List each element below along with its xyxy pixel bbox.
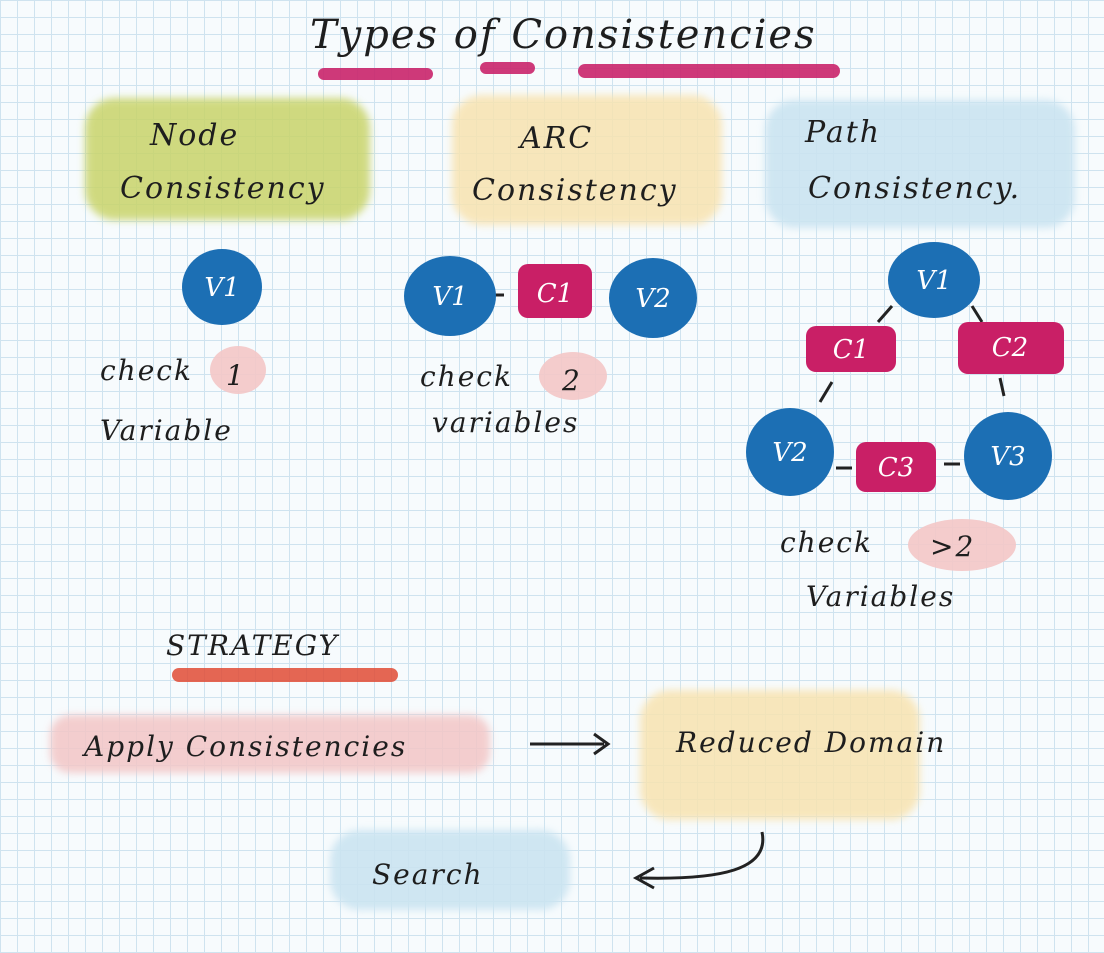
path-check-word: check [780, 526, 873, 559]
node-v1 [182, 249, 262, 325]
strategy-step-apply: Apply Consistencies [81, 730, 407, 763]
path-constraint-c1-label: C1 [833, 335, 869, 365]
path-constraint-c2 [958, 322, 1064, 374]
node-v1-label: V1 [204, 273, 239, 303]
strategy-step-reduced: Reduced Domain [675, 726, 946, 759]
strategy-underline [172, 668, 398, 682]
curved-arrow-icon [632, 831, 765, 890]
node-check-unit: Variable [100, 414, 233, 447]
path-constraint-c2-label: C2 [992, 333, 1028, 363]
path-node-v2-label: V2 [772, 438, 807, 468]
arc-node-v2 [609, 258, 697, 338]
arrow-icon [530, 732, 611, 756]
path-consistency-graph: V1 C1 C2 V2 C3 V3 [746, 242, 1064, 500]
reduced-highlight [640, 690, 920, 820]
arc-check-highlight [539, 352, 607, 400]
arc-consistency-graph: V1 C1 V2 [404, 256, 697, 338]
node-consistency-graph: V1 [182, 249, 262, 325]
page-title: Types of Consistencies [310, 12, 817, 58]
search-highlight [330, 830, 570, 910]
path-node-v3 [964, 412, 1052, 500]
path-constraint-c3 [856, 442, 936, 492]
arc-check-unit: variables [432, 406, 579, 439]
path-node-v2 [746, 408, 834, 496]
path-constraint-c1 [806, 326, 896, 372]
path-node-v1 [888, 242, 980, 318]
arc-heading-line1: ARC [517, 121, 593, 156]
path-check-highlight [908, 519, 1016, 571]
node-highlight [85, 98, 370, 220]
arc-highlight [452, 95, 722, 225]
path-node-v3-label: V3 [990, 442, 1025, 472]
path-highlight [765, 100, 1075, 228]
path-constraint-c3-label: C3 [878, 453, 914, 483]
path-check-unit: Variables [806, 580, 955, 613]
path-heading-line1: Path [804, 115, 881, 150]
node-check-count: 1 [226, 359, 246, 392]
node-check-word: check [100, 354, 193, 387]
node-heading-line1: Node [149, 118, 239, 153]
arc-check-count: 2 [561, 364, 582, 397]
apply-highlight [50, 715, 490, 773]
title-underline [318, 62, 840, 80]
path-check-count: >2 [930, 530, 975, 563]
arc-heading-line2: Consistency [472, 173, 678, 208]
path-heading-line2: Consistency. [808, 171, 1021, 206]
strategy-heading: STRATEGY [166, 629, 340, 662]
node-heading-line2: Consistency [120, 171, 326, 206]
arc-constraint-c1 [518, 264, 592, 318]
arc-node-v1 [404, 256, 496, 336]
arc-node-v2-label: V2 [635, 284, 670, 314]
strategy-step-search: Search [372, 858, 484, 891]
arc-check-word: check [420, 360, 513, 393]
arc-node-v1-label: V1 [432, 282, 467, 312]
path-node-v1-label: V1 [916, 266, 951, 296]
node-check-highlight [210, 346, 266, 394]
arc-constraint-c1-label: C1 [537, 279, 573, 309]
